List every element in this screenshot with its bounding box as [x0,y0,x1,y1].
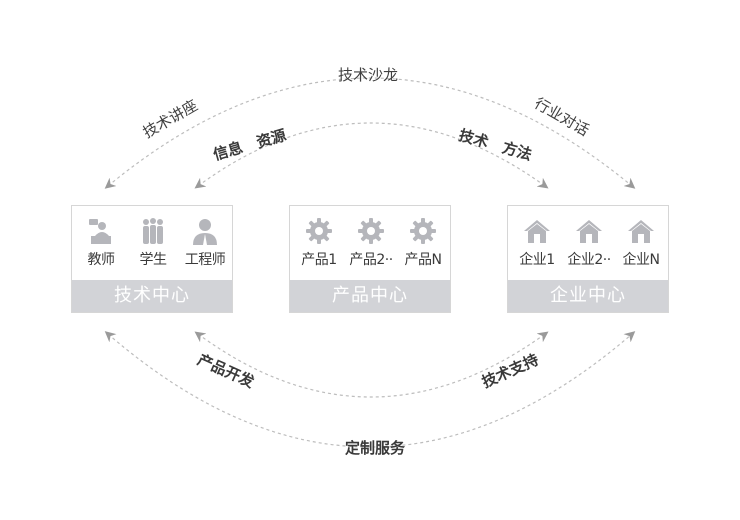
item-label: 学生 [139,252,168,268]
item-teacher: 教师 [74,216,128,269]
engineer-icon [193,219,217,245]
item-label: 企业1 [519,252,555,268]
box-tech-center: 教师 学生 工程师 技术中心 [71,205,233,313]
box-title: 企业中心 [508,280,668,312]
item-label: 教师 [87,252,116,268]
gear-icon [358,218,384,244]
item-enterprise-n: 企业N [614,216,668,269]
item-enterprise-1: 企业1 [510,216,564,269]
arc-outer-top [104,77,636,189]
house-icon [524,220,550,243]
gear-icon [306,218,332,244]
box-product-center: 产品1 产品2·· [289,205,451,313]
gear-icon [410,218,436,244]
item-label: 产品N [404,252,442,268]
item-enterprise-2: 企业2·· [562,216,616,269]
item-product-2: 产品2·· [344,216,398,269]
item-product-n: 产品N [396,216,450,269]
label-custom-service: 定制服务 [345,439,406,457]
arc-inner-bottom [194,331,549,398]
arc-inner-top [194,122,549,189]
house-icon [576,220,602,243]
box-enterprise-center: 企业1 企业2·· 企业N 企业中心 [507,205,669,313]
item-engineer: 工程师 [178,216,232,269]
item-students: 学生 [126,216,180,269]
box-title: 产品中心 [290,280,450,312]
students-icon [143,218,163,244]
house-icon [628,220,654,243]
item-label: 企业2·· [567,252,611,268]
box-title: 技术中心 [72,280,232,312]
item-label: 企业N [622,252,660,268]
item-label: 工程师 [184,252,226,268]
teacher-icon [89,219,111,244]
item-product-1: 产品1 [292,216,346,269]
arc-outer-bottom [104,331,636,448]
label-tech-salon: 技术沙龙 [338,66,399,84]
item-label: 产品1 [301,252,337,268]
item-label: 产品2·· [349,252,393,268]
